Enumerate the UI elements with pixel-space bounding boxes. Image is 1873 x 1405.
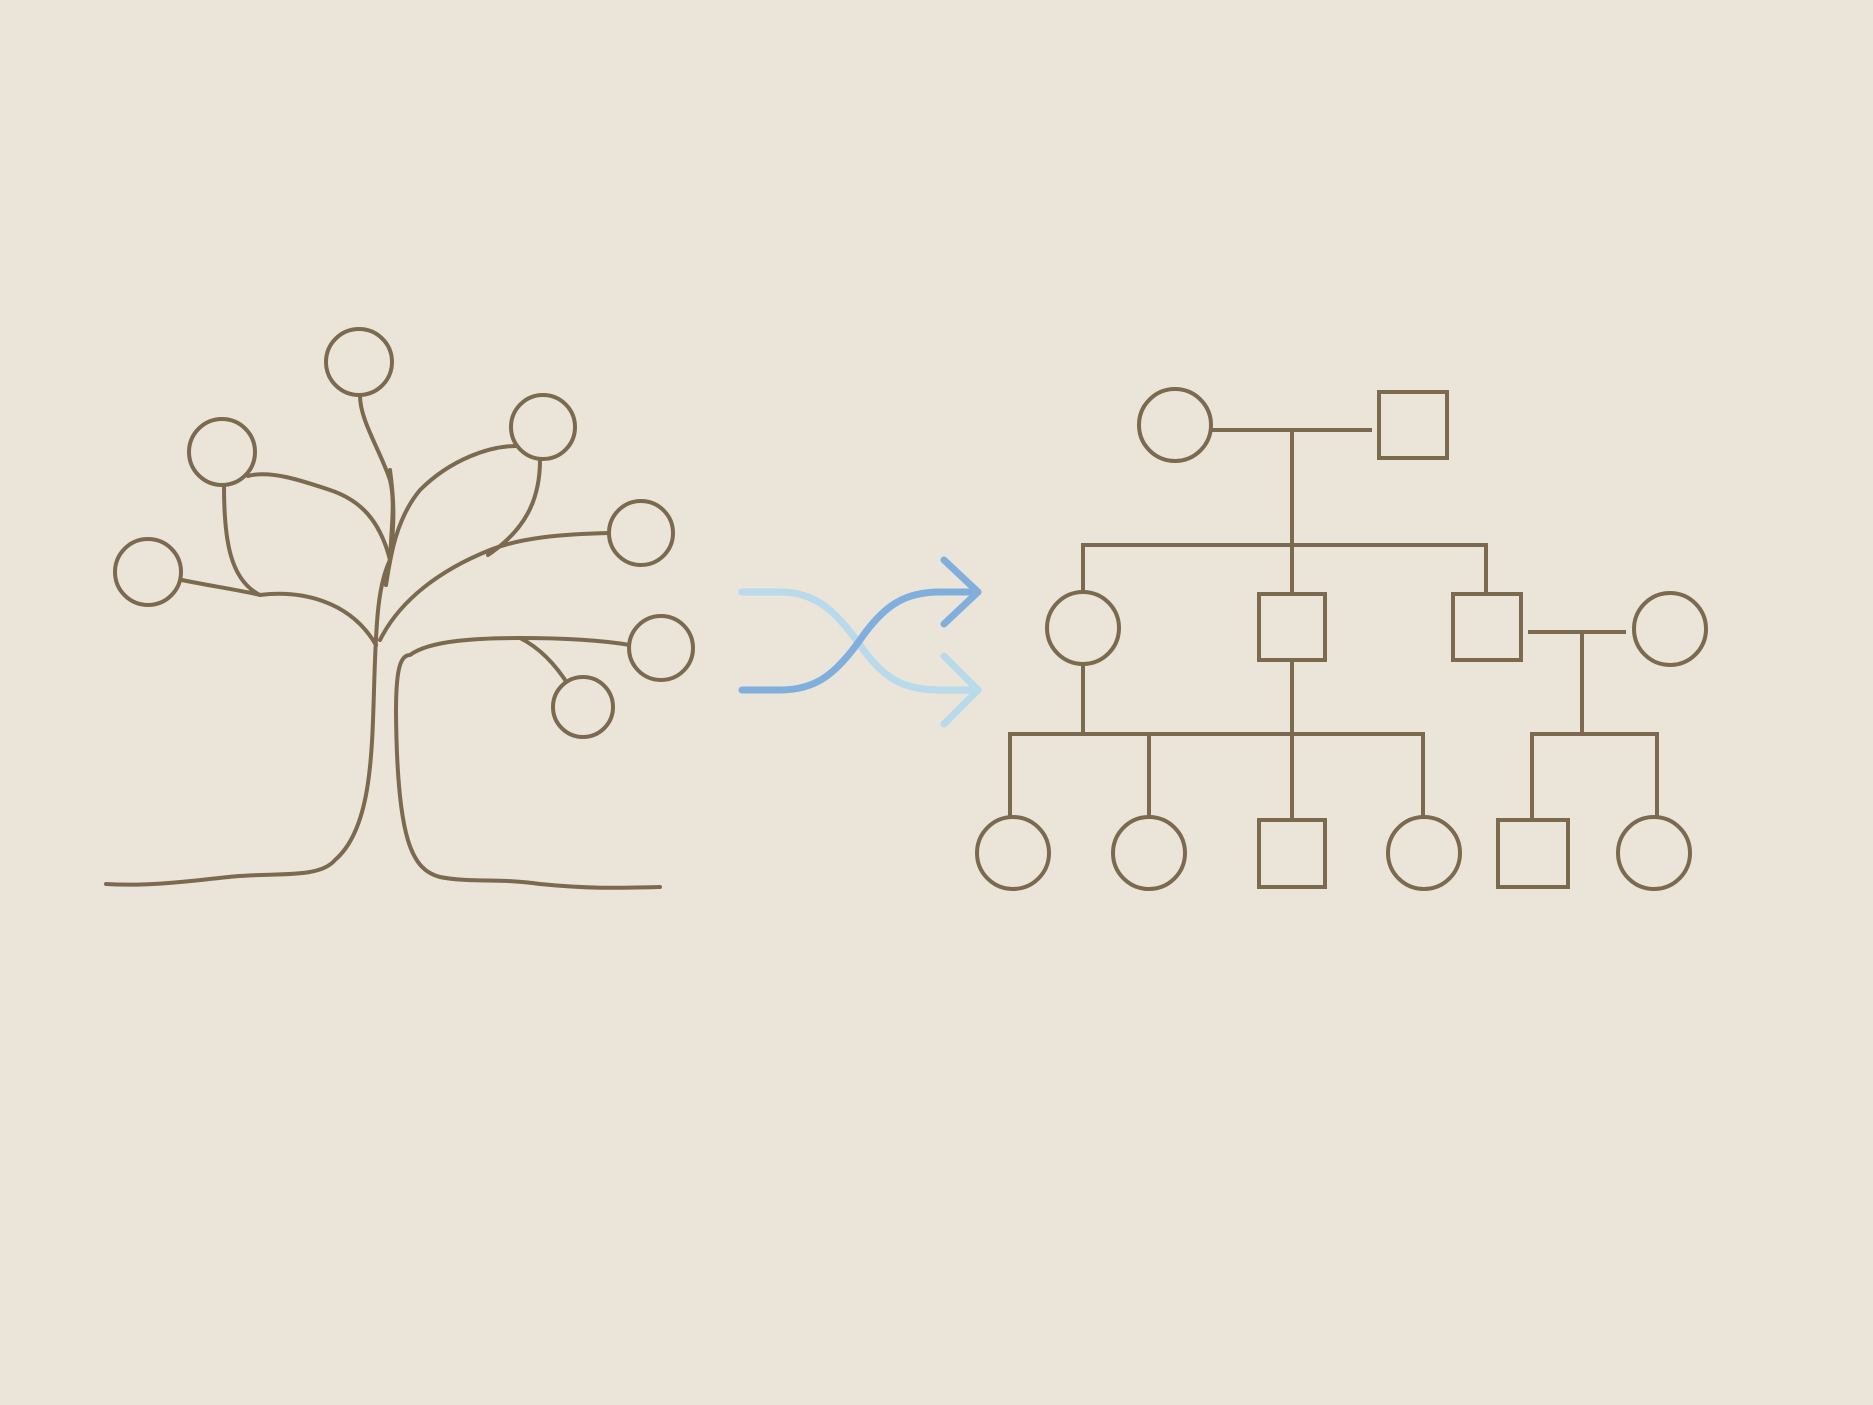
tree-branch-upper-right-inner	[486, 458, 542, 557]
tree-node-upper-left	[187, 417, 257, 487]
tree-node-right	[607, 499, 675, 567]
tree-node-right-lower	[627, 614, 695, 682]
pedigree-gen3-female-4	[1616, 815, 1692, 891]
tree-node-bottom-right	[551, 675, 615, 739]
tree-branch-main-right	[394, 636, 632, 714]
tree-branch-left-lower	[180, 578, 262, 597]
tree-ground-line	[104, 688, 376, 887]
pedigree-gen2-spouse-female	[1632, 591, 1708, 667]
pedigree-gen3-male-1	[1257, 818, 1327, 889]
shuffle-arrow-dark-head	[940, 556, 982, 628]
tree-node-upper-right	[509, 393, 577, 461]
tree-branch-small-right	[518, 636, 571, 688]
tree-node-top	[324, 327, 394, 397]
shuffle-arrows-icon	[738, 556, 982, 728]
tree-branch-top	[358, 394, 395, 562]
shuffle-arrow-light-head	[940, 652, 982, 728]
tree-branch-up-right	[378, 531, 612, 642]
pedigree-gen1-male	[1377, 390, 1449, 460]
pedigree-gen1-female	[1137, 387, 1213, 463]
pedigree-gen2-female	[1045, 590, 1121, 666]
pedigree-gen3-female-2	[1111, 815, 1187, 891]
tree-branch-left-upper	[246, 472, 392, 562]
pedigree-gen3-male-2	[1496, 818, 1570, 889]
pedigree-gen2-male-2	[1451, 592, 1523, 662]
tree-trunk-right-line	[394, 710, 662, 890]
pedigree-chart	[975, 387, 1708, 891]
pedigree-gen3-female-1	[975, 815, 1051, 891]
shuffle-arrow-dark-path	[738, 588, 982, 694]
tree-node-left	[113, 537, 183, 607]
pedigree-gen3-female-3	[1386, 815, 1462, 891]
tree-icon	[104, 327, 695, 890]
